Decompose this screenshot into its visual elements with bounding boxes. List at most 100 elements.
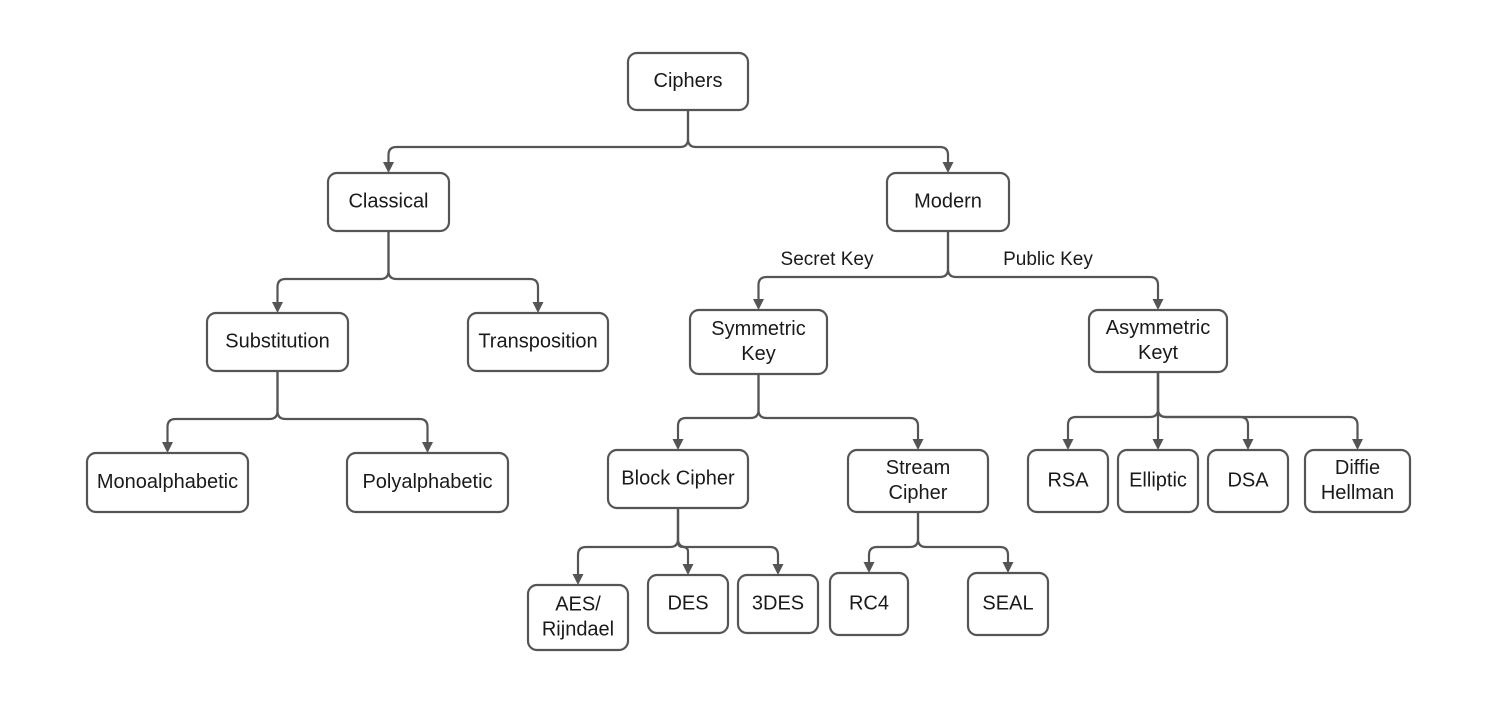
arrowhead-icon xyxy=(753,299,764,310)
edge-asymmetric-to-dsa xyxy=(1156,372,1250,439)
node-label-aes-rijndael: Rijndael xyxy=(542,618,614,640)
node-box-seal[interactable] xyxy=(966,571,1050,637)
node-box-block-cipher[interactable] xyxy=(606,448,750,510)
edge-asymmetric-to-diffie-hellman xyxy=(1156,372,1359,439)
node-label-dsa: DSA xyxy=(1227,469,1269,491)
node-box-elliptic[interactable] xyxy=(1116,448,1200,514)
node-modern[interactable]: Modern xyxy=(885,171,1011,233)
node-rc4[interactable]: RC4 xyxy=(828,571,910,637)
node-label-transposition: Transposition xyxy=(478,330,597,352)
arrowhead-icon xyxy=(1002,562,1014,573)
node-label-stream-cipher: Cipher xyxy=(889,482,948,504)
arrowhead-icon xyxy=(1242,439,1254,450)
node-3des[interactable]: 3DES xyxy=(736,573,820,635)
edges-layer xyxy=(162,110,1363,585)
arrowhead-icon xyxy=(772,564,784,575)
arrowhead-icon xyxy=(942,162,954,173)
node-dsa[interactable]: DSA xyxy=(1206,448,1290,514)
node-label-3des: 3DES xyxy=(752,592,804,614)
arrowhead-icon xyxy=(572,574,584,585)
node-box-ciphers[interactable] xyxy=(626,51,750,112)
node-box-asymmetric[interactable] xyxy=(1087,308,1229,374)
node-label-asymmetric: Asymmetric xyxy=(1106,317,1210,339)
edge-stream-cipher-to-rc4 xyxy=(867,512,920,562)
arrowhead-icon xyxy=(383,162,394,173)
arrowhead-icon xyxy=(682,564,694,575)
node-elliptic[interactable]: Elliptic xyxy=(1116,448,1200,514)
edge-block-cipher-to-aes-rijndael xyxy=(576,508,680,574)
edge-stream-cipher-to-seal xyxy=(916,512,1010,562)
arrowhead-icon xyxy=(1062,439,1074,450)
node-seal[interactable]: SEAL xyxy=(966,571,1050,637)
arrowhead-icon xyxy=(1152,299,1164,310)
node-label-rsa: RSA xyxy=(1047,469,1089,491)
edge-block-cipher-to-3des xyxy=(676,508,780,564)
node-label-aes-rijndael: AES/ xyxy=(555,593,601,615)
edge-modern-to-asymmetric xyxy=(946,231,1160,299)
label-public-key: Public Key xyxy=(1003,249,1093,270)
node-label-elliptic: Elliptic xyxy=(1129,469,1187,491)
node-box-symmetric[interactable] xyxy=(688,308,829,376)
edge-classical-to-substitution xyxy=(276,231,390,302)
edge-labels-layer: Secret Key Public Key xyxy=(781,249,1094,270)
node-label-substitution: Substitution xyxy=(225,330,330,352)
node-box-dsa[interactable] xyxy=(1206,448,1290,514)
label-secret-key: Secret Key xyxy=(781,249,874,270)
node-label-ciphers: Ciphers xyxy=(654,70,723,92)
node-box-modern[interactable] xyxy=(885,171,1011,233)
arrowhead-icon xyxy=(162,442,173,453)
edge-block-cipher-to-des xyxy=(676,508,690,564)
node-transposition[interactable]: Transposition xyxy=(466,311,610,373)
node-label-symmetric: Symmetric xyxy=(711,318,805,340)
node-label-rc4: RC4 xyxy=(849,592,889,614)
node-label-monoalphabetic: Monoalphabetic xyxy=(97,471,238,493)
node-label-stream-cipher: Stream xyxy=(886,457,950,479)
edge-asymmetric-to-rsa xyxy=(1066,372,1160,439)
node-box-classical[interactable] xyxy=(326,171,451,233)
node-label-diffie-hellman: Diffie xyxy=(1335,457,1380,479)
node-des[interactable]: DES xyxy=(646,573,730,635)
node-box-substitution[interactable] xyxy=(205,311,350,373)
edge-substitution-to-polyalphabetic xyxy=(276,371,429,442)
node-box-3des[interactable] xyxy=(736,573,820,635)
node-box-polyalphabetic[interactable] xyxy=(345,451,510,514)
node-box-aes-rijndael[interactable] xyxy=(526,583,630,652)
node-label-seal: SEAL xyxy=(982,592,1033,614)
node-label-diffie-hellman: Hellman xyxy=(1321,482,1394,504)
node-box-des[interactable] xyxy=(646,573,730,635)
node-box-diffie-hellman[interactable] xyxy=(1303,448,1412,514)
node-aes-rijndael[interactable]: AES/Rijndael xyxy=(526,583,630,652)
node-label-polyalphabetic: Polyalphabetic xyxy=(362,471,492,493)
node-monoalphabetic[interactable]: Monoalphabetic xyxy=(85,451,250,514)
node-label-des: DES xyxy=(667,592,708,614)
node-label-classical: Classical xyxy=(348,190,428,212)
arrowhead-icon xyxy=(422,442,433,453)
arrowhead-icon xyxy=(1152,439,1164,450)
node-label-modern: Modern xyxy=(914,190,982,212)
arrowhead-icon xyxy=(863,562,875,573)
edge-ciphers-to-classical xyxy=(387,110,690,162)
node-label-symmetric: Key xyxy=(741,343,775,365)
node-box-rc4[interactable] xyxy=(828,571,910,637)
node-box-rsa[interactable] xyxy=(1026,448,1110,514)
edge-substitution-to-monoalphabetic xyxy=(166,371,279,442)
node-block-cipher[interactable]: Block Cipher xyxy=(606,448,750,510)
arrowhead-icon xyxy=(532,302,544,313)
node-box-monoalphabetic[interactable] xyxy=(85,451,250,514)
node-box-transposition[interactable] xyxy=(466,311,610,373)
node-ciphers[interactable]: Ciphers xyxy=(626,51,750,112)
edge-symmetric-to-block-cipher xyxy=(676,374,760,439)
node-rsa[interactable]: RSA xyxy=(1026,448,1110,514)
edge-classical-to-transposition xyxy=(387,231,540,302)
node-substitution[interactable]: Substitution xyxy=(205,311,350,373)
arrowhead-icon xyxy=(912,439,924,450)
node-polyalphabetic[interactable]: Polyalphabetic xyxy=(345,451,510,514)
node-box-stream-cipher[interactable] xyxy=(846,448,990,514)
node-classical[interactable]: Classical xyxy=(326,171,451,233)
